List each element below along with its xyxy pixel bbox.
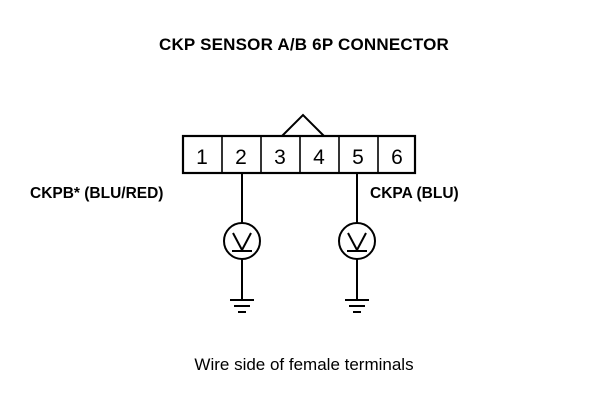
ground-icon <box>230 299 254 313</box>
pin-5: 5 <box>352 146 364 169</box>
connector-body <box>181 134 417 175</box>
voltmeter-icon <box>338 222 376 260</box>
ckpa-wire-label: CKPA (BLU) <box>370 185 459 202</box>
ckpb-wire-label: CKPB* (BLU/RED) <box>30 185 164 202</box>
voltmeter-icon <box>223 222 261 260</box>
ground-icon <box>345 299 369 313</box>
connector-lock-tab <box>281 113 325 137</box>
diagram-title: CKP SENSOR A/B 6P CONNECTOR <box>158 35 450 54</box>
pin-3: 3 <box>274 146 286 169</box>
pin-4: 4 <box>313 146 325 169</box>
diagram-caption: Wire side of female terminals <box>194 355 414 374</box>
pin-2: 2 <box>235 146 247 169</box>
pin-6: 6 <box>391 146 403 169</box>
pin-1: 1 <box>196 146 208 169</box>
pin-dividers <box>221 136 379 173</box>
